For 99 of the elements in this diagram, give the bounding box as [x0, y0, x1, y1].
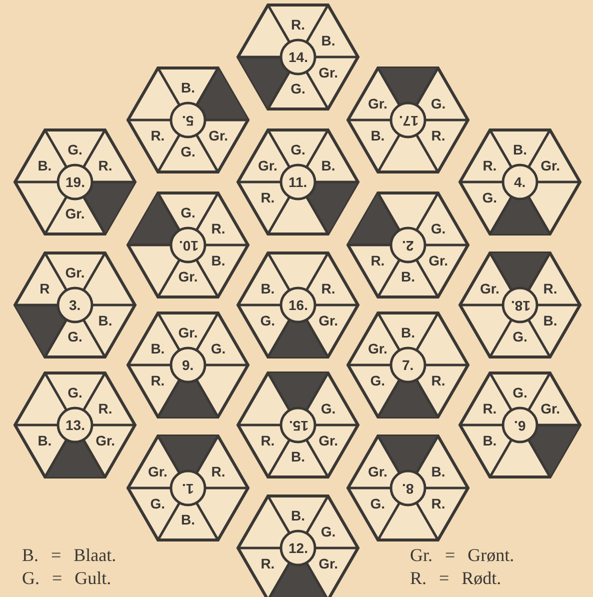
color-letter: B.: [181, 512, 195, 528]
color-letter: G.: [68, 330, 82, 345]
tile-number: 12.: [288, 540, 308, 556]
color-letter: R.: [370, 254, 385, 269]
tile-number: 14.: [288, 50, 308, 64]
color-letter: G.: [512, 330, 528, 345]
color-letter: B.: [401, 270, 415, 285]
color-letter: B.: [291, 450, 305, 465]
color-letter: B.: [260, 281, 275, 296]
color-letter: Gr.: [65, 265, 85, 280]
color-letter: R.: [211, 221, 226, 236]
color-letter: Gr.: [96, 434, 116, 449]
color-letter: R.: [211, 464, 226, 480]
color-letter: B.: [98, 314, 112, 329]
color-letter: B.: [513, 142, 527, 158]
color-letter: R: [40, 281, 50, 296]
color-letter: Gr.: [480, 281, 500, 296]
color-letter: Gr.: [368, 96, 388, 112]
color-letter: R.: [431, 496, 446, 512]
color-letter: G.: [180, 144, 196, 160]
color-letter: R.: [260, 556, 275, 572]
legend-entry: B. = Blaat.: [22, 545, 116, 565]
tile-number: 1.: [182, 480, 194, 496]
color-letter: B.: [181, 80, 195, 96]
color-letter: Gr.: [318, 556, 338, 572]
legend-entry: G. = Gult.: [22, 568, 112, 588]
color-letter: Gr.: [318, 66, 338, 81]
color-letter: Gr.: [178, 325, 198, 340]
legend-entry: R. = Rødt.: [410, 568, 502, 588]
color-letter: G.: [260, 314, 276, 329]
color-letter: R.: [260, 190, 275, 206]
color-letter: R.: [431, 128, 446, 144]
tile-number: 15.: [288, 418, 308, 432]
color-letter: G.: [290, 142, 306, 158]
color-letter: G.: [430, 221, 446, 236]
color-letter: G.: [370, 374, 386, 389]
tile-number: 2.: [402, 238, 414, 252]
color-letter: G.: [210, 341, 226, 356]
tile-number: 7.: [402, 358, 414, 372]
tile-number: 18.: [510, 298, 530, 312]
color-letter: G.: [370, 496, 386, 512]
color-letter: Gr.: [148, 464, 168, 480]
tile-number: 3.: [69, 298, 81, 312]
color-letter: Gr.: [540, 401, 560, 416]
color-letter: B.: [431, 464, 446, 480]
color-letter: Gr.: [65, 206, 85, 222]
tile-number: 5.: [182, 112, 194, 128]
color-letter: B.: [38, 158, 52, 174]
color-letter: R.: [98, 158, 112, 174]
color-letter: Gr.: [540, 158, 560, 174]
color-letter: R.: [98, 401, 112, 416]
color-letter: B.: [211, 254, 226, 269]
tile-number: 6.: [514, 418, 526, 432]
color-letter: R.: [260, 434, 275, 449]
color-letter: R.: [150, 128, 165, 144]
color-letter: B.: [321, 158, 336, 174]
color-letter: G.: [290, 82, 306, 97]
color-letter: Gr.: [318, 434, 338, 449]
color-letter: B.: [543, 314, 558, 329]
color-letter: G.: [150, 496, 166, 512]
tile-number: 11.: [288, 174, 308, 190]
color-letter: G.: [512, 385, 528, 400]
legend-entry: Gr. = Grønt.: [410, 545, 514, 565]
color-letter: Gr.: [258, 158, 278, 174]
color-letter: B.: [401, 325, 415, 340]
color-letter: R.: [321, 281, 336, 296]
tile-number: 17.: [398, 112, 418, 128]
color-letter: B.: [321, 33, 336, 48]
color-letter: G.: [482, 190, 498, 206]
color-letter: Gr.: [208, 128, 228, 144]
color-letter: G.: [430, 96, 446, 112]
tile-number: 13.: [66, 418, 85, 432]
color-letter: R.: [482, 158, 497, 174]
color-letter: R.: [543, 281, 558, 296]
color-letter: G.: [180, 205, 196, 220]
tile-number: 8.: [402, 480, 414, 496]
tile-number: 19.: [66, 174, 85, 190]
color-letter: Gr.: [368, 464, 388, 480]
color-letter: B.: [291, 508, 305, 524]
color-letter: B.: [150, 341, 165, 356]
color-letter: Gr.: [368, 341, 388, 356]
color-letter: Gr.: [318, 314, 338, 329]
color-letter: R.: [291, 17, 305, 32]
color-letter: G.: [320, 401, 336, 416]
color-letter: B.: [370, 128, 385, 144]
color-letter: G.: [68, 385, 82, 400]
color-letter: B.: [482, 434, 497, 449]
tile-number: 16.: [288, 298, 308, 312]
color-letter: R.: [431, 374, 446, 389]
color-letter: G.: [320, 524, 336, 540]
color-letter: R.: [482, 401, 497, 416]
color-letter: B.: [38, 434, 52, 449]
color-letter: G.: [68, 142, 82, 158]
tile-number: 9.: [182, 358, 194, 372]
color-letter: Gr.: [178, 270, 198, 285]
tile-number: 4.: [514, 174, 526, 190]
color-letter: Gr.: [428, 254, 448, 269]
tile-number: 10.: [178, 238, 198, 252]
color-letter: R.: [150, 374, 165, 389]
